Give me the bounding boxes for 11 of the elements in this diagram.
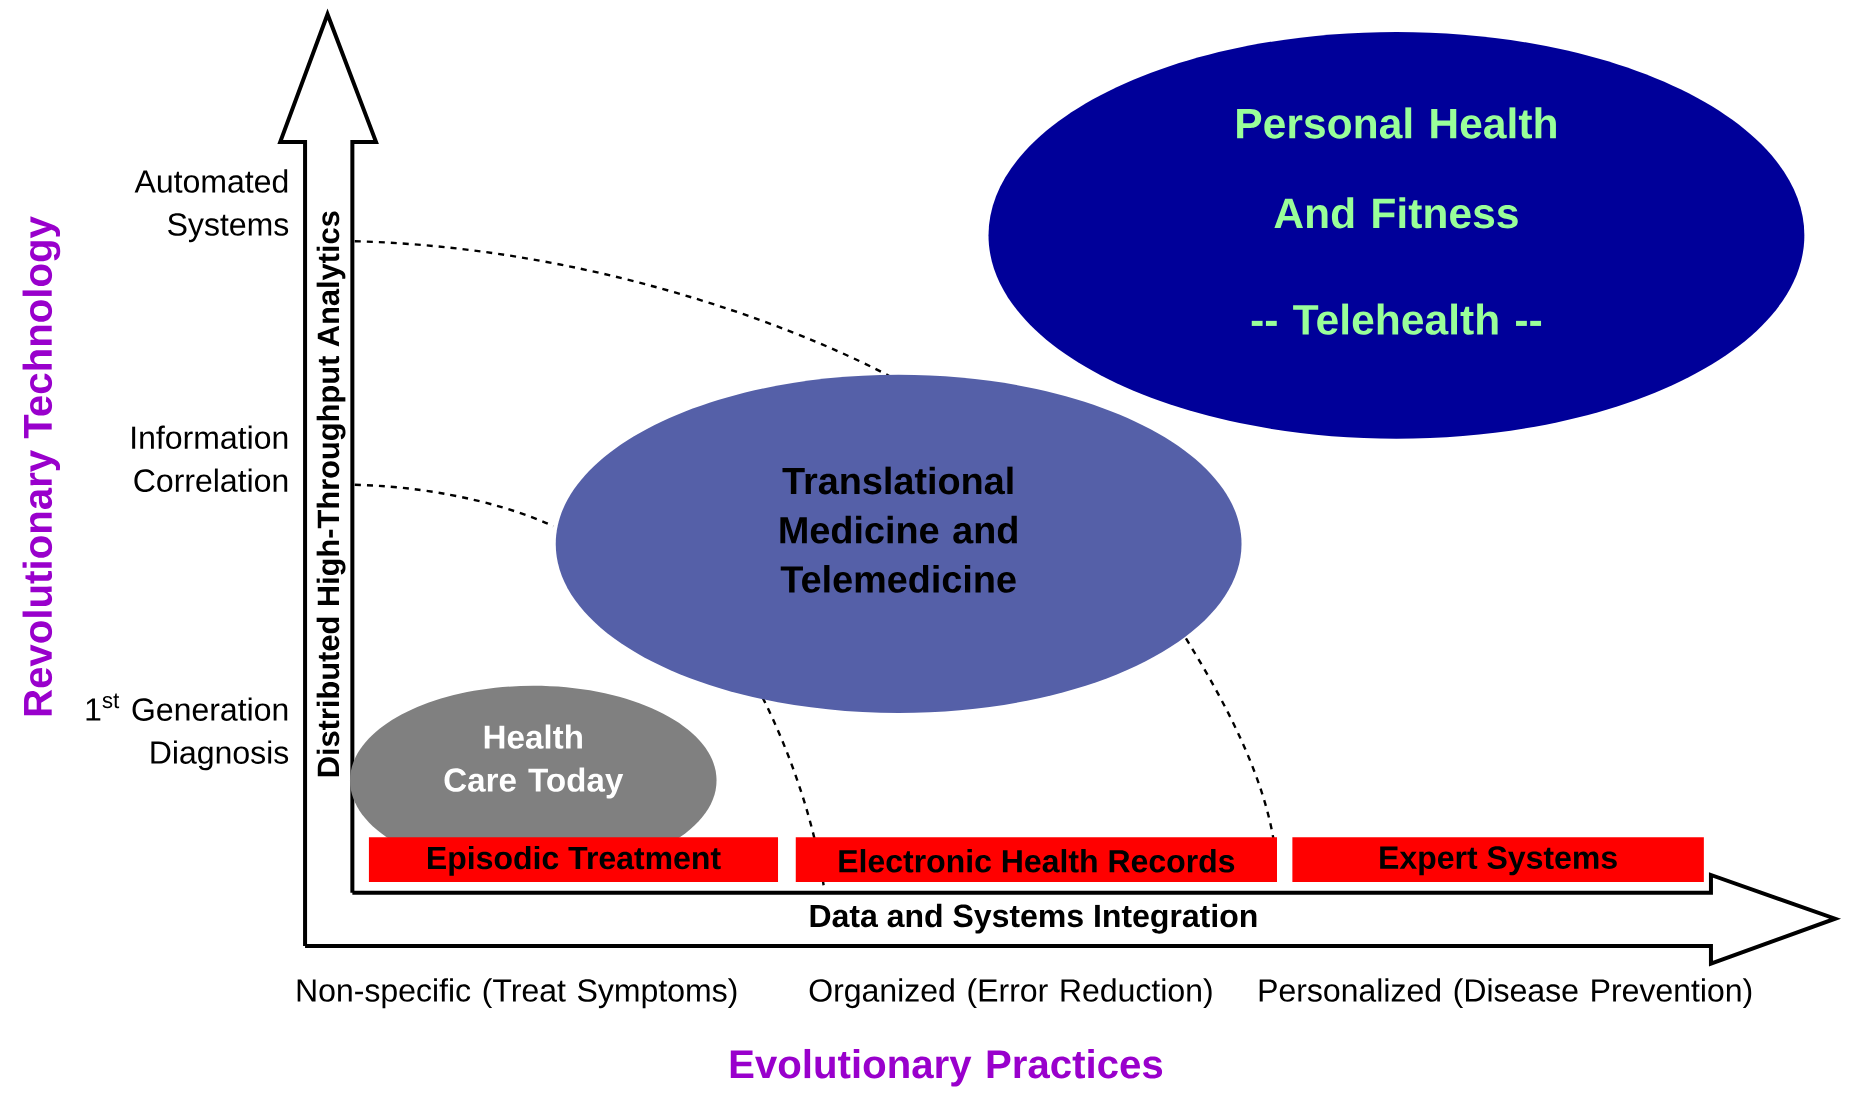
- axis-label: Information Correlation: [132, 425, 288, 492]
- axis-label: Personalized (Disease Prevention): [1259, 978, 1752, 1009]
- bar: Electronic Health Records: [795, 837, 1277, 883]
- axis-label: Automated Systems: [134, 169, 289, 243]
- axis-label: Organized (Error Reduction): [809, 978, 1212, 1009]
- axis-title: Evolutionary Practices: [730, 1048, 1163, 1087]
- bar: Expert Systems: [1292, 837, 1704, 883]
- bar: Episodic Treatment: [368, 837, 779, 883]
- axis-title: Revolutionary Technology: [22, 216, 61, 716]
- axis-label: 1$^{st}$ Generation Diagnosis: [86, 693, 289, 771]
- axis-label: Non-specific (Treat Symptoms): [297, 978, 737, 1009]
